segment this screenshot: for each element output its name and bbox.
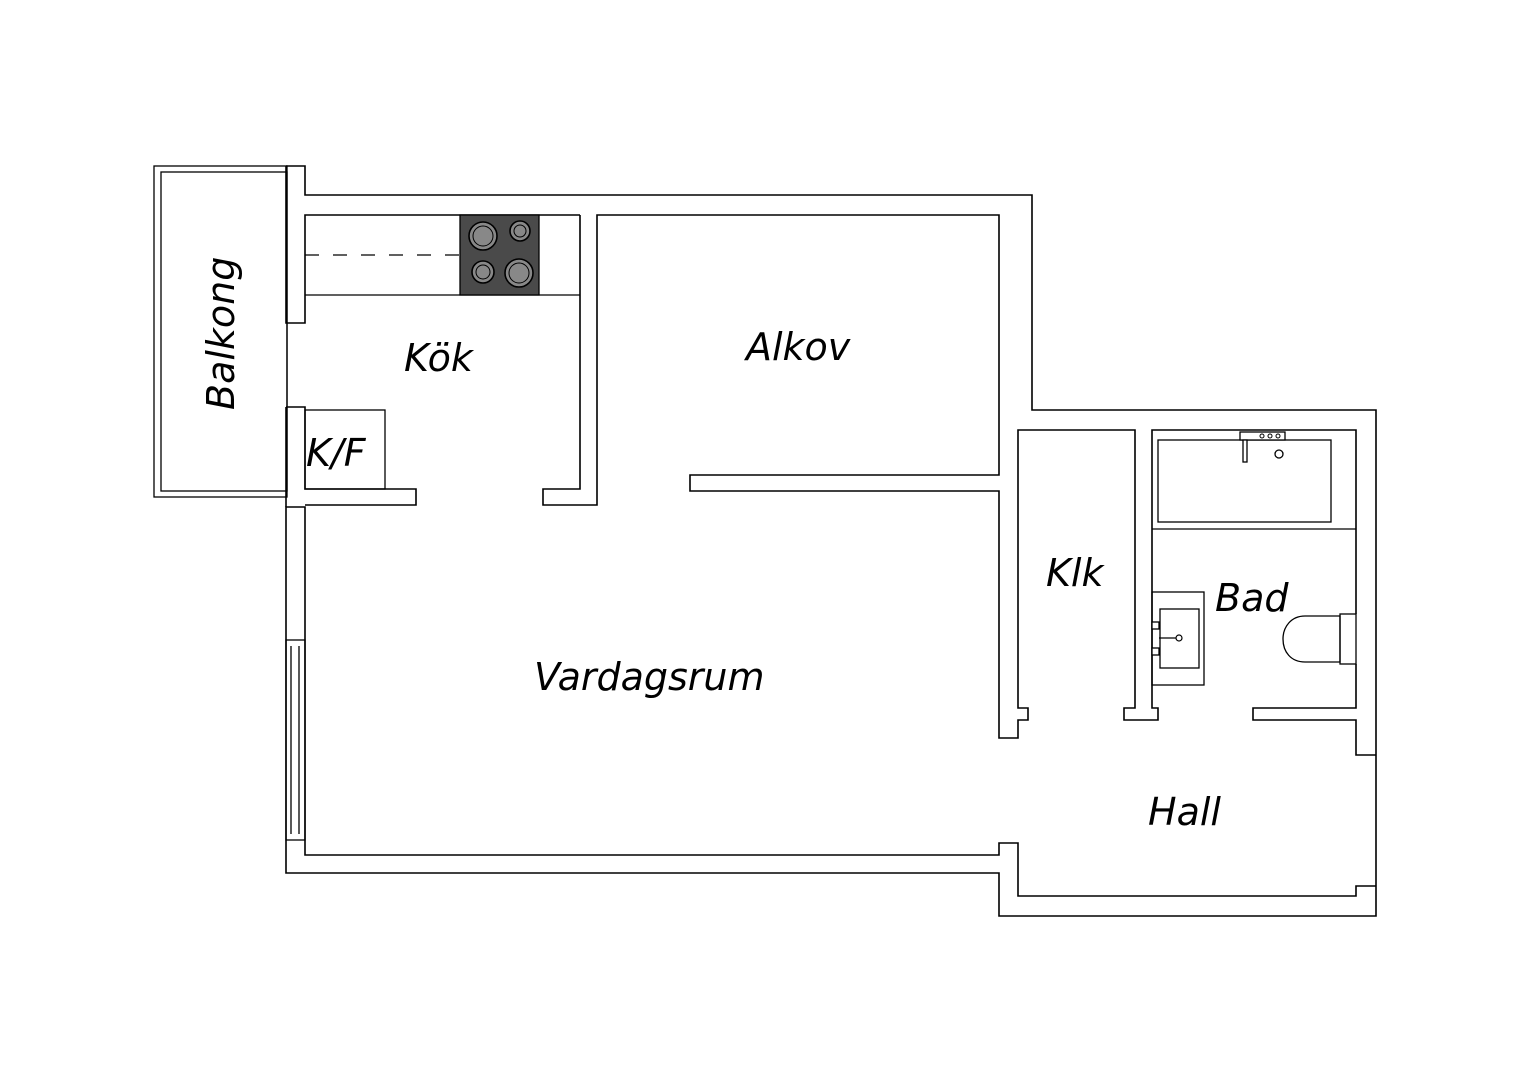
room-label-balcony: Balkong — [199, 257, 243, 410]
window — [285, 639, 306, 841]
toilet — [1282, 613, 1357, 665]
bathtub — [1152, 431, 1356, 530]
balcony — [153, 165, 288, 498]
room-label-bathroom: Bad — [1215, 576, 1289, 620]
sink — [1151, 591, 1205, 686]
room-label-kitchen: Kök — [404, 336, 475, 380]
room-label-living-room: Vardagsrum — [534, 655, 765, 699]
room-label-closet: Klk — [1046, 551, 1105, 595]
room-label-fridge-freezer: K/F — [306, 431, 367, 475]
room-label-alcove: Alkov — [743, 325, 851, 369]
kitchen-alcove-wall — [542, 214, 1376, 756]
kitchen-counter — [305, 214, 580, 296]
fridge-freezer — [304, 409, 386, 490]
room-label-hall: Hall — [1148, 790, 1221, 834]
